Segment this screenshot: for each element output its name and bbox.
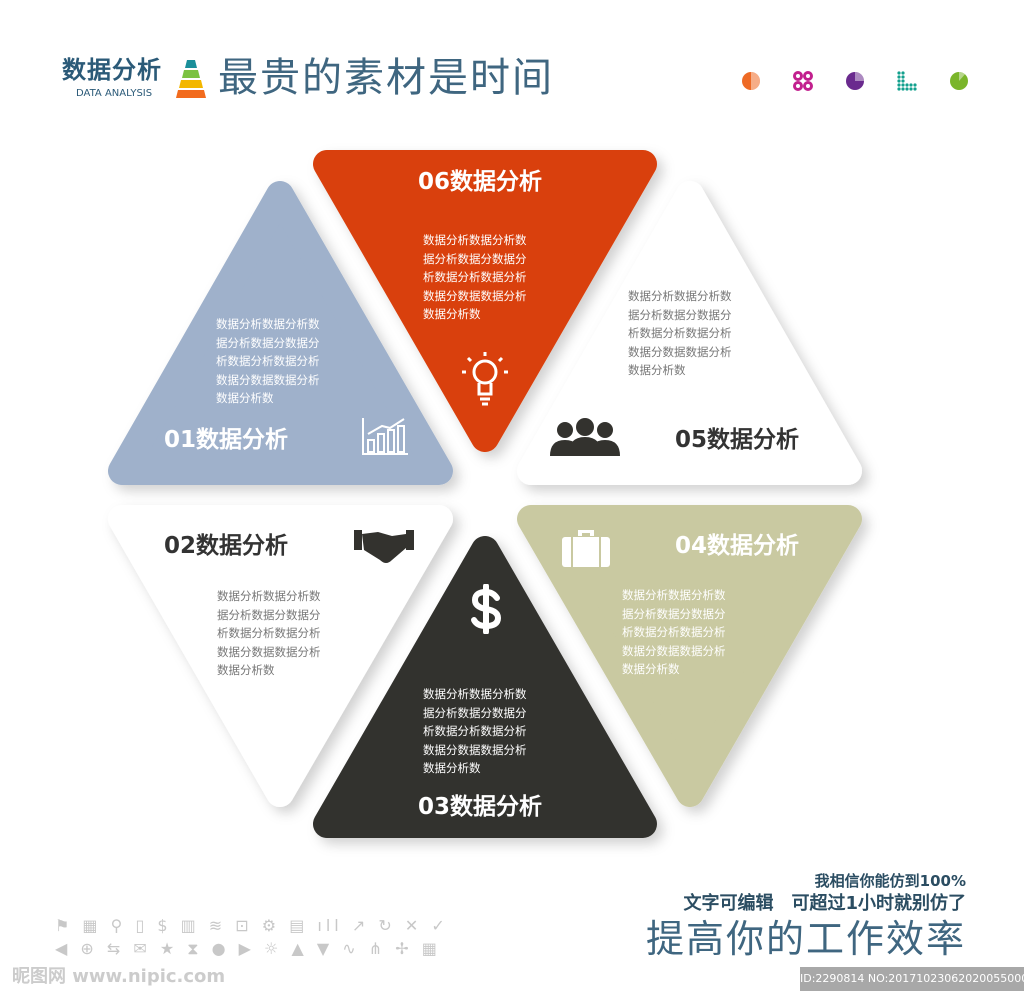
- briefcase-icon: [562, 530, 610, 567]
- segment-04-body: 数据分析数据分析数据分析数据分数据分析数据分析数据分析数据分数据数据分析数据分析…: [622, 586, 747, 679]
- pyramid-logo-icon: [176, 60, 206, 98]
- pie-half-icon: [742, 72, 760, 90]
- segment-04-triangle: [517, 505, 862, 807]
- brand-title: 数据分析: [62, 56, 162, 84]
- body-line: 数据分数据数据分析: [423, 742, 527, 757]
- body-line: 数据分析数据分析数: [423, 687, 527, 701]
- pie-quarter-icon: [846, 72, 864, 90]
- watermark-text: 昵图网 www.nipic.com: [12, 966, 226, 987]
- body-line: 数据分析数: [217, 663, 275, 677]
- body-line: 据分析数据分数据分: [628, 307, 732, 322]
- body-line: 数据分数据数据分析: [217, 644, 321, 659]
- image-id-badge: ID:2290814 NO:20171023062020055000: [800, 967, 1024, 991]
- segment-04-title: 04数据分析: [675, 533, 800, 559]
- segment-02-body: 数据分析数据分析数据分析数据分数据分析数据分析数据分析数据分数据数据分析数据分析…: [217, 587, 342, 680]
- segment-01-title: 01数据分析: [164, 427, 289, 453]
- body-line: 析数据分析数据分析: [216, 354, 320, 368]
- segment-05-body: 数据分析数据分析数据分析数据分数据分析数据分析数据分析数据分数据数据分析数据分析…: [628, 287, 753, 380]
- body-line: 据分析数据分数据分: [622, 606, 726, 621]
- segment-06-triangle: [313, 150, 657, 452]
- body-line: 数据分析数据分析数: [217, 589, 321, 603]
- segment-05-triangle: [517, 181, 862, 485]
- segment-01-body: 数据分析数据分析数据分析数据分数据分析数据分析数据分析数据分数据数据分析数据分析…: [216, 315, 341, 408]
- body-line: 数据分数据数据分析: [628, 344, 732, 359]
- body-line: 数据分析数据分析数: [216, 317, 320, 331]
- body-line: 数据分数据数据分析: [216, 372, 320, 387]
- segment-05-title: 05数据分析: [675, 427, 800, 453]
- body-line: 析数据分析数据分析: [628, 326, 732, 340]
- body-line: 析数据分析数据分析: [423, 270, 527, 284]
- body-line: 析数据分析数据分析: [217, 626, 321, 640]
- body-line: 数据分析数: [423, 307, 481, 321]
- body-line: 据分析数据分数据分: [217, 607, 321, 622]
- body-line: 数据分数据数据分析: [622, 643, 726, 658]
- segment-01-triangle: [108, 181, 453, 485]
- segment-03-triangle: [313, 536, 657, 838]
- footer-slogan: 提高你的工作效率: [645, 917, 966, 961]
- segment-06-body: 数据分析数据分析数据分析数据分数据分析数据分析数据分析数据分数据数据分析数据分析…: [423, 231, 548, 324]
- people-icon: [550, 418, 620, 456]
- body-line: 数据分数据数据分析: [423, 288, 527, 303]
- lightbulb-icon: [462, 352, 508, 406]
- body-line: 数据分析数: [628, 363, 686, 377]
- pie-slice-icon: [950, 72, 968, 90]
- corner-icons: [742, 71, 968, 91]
- footer-line-1: 我相信你能仿到100%: [814, 872, 966, 890]
- body-line: 数据分析数据分析数: [423, 233, 527, 247]
- dot-grid-icon: [897, 71, 917, 91]
- icon-row-2: ◀ ⊕ ⇆ ✉ ★ ⧗ ● ▶ ☼ ▲ ▼ ∿ ⋔ ✢ ▦: [55, 939, 441, 958]
- body-line: 析数据分析数据分析: [622, 625, 726, 639]
- segment-03-body: 数据分析数据分析数据分析数据分数据分析数据分析数据分析数据分数据数据分析数据分析…: [423, 685, 548, 778]
- page-title: 最贵的素材是时间: [218, 55, 554, 101]
- donut-grid-icon: [793, 71, 813, 91]
- segment-02-title: 02数据分析: [164, 533, 289, 559]
- bar-chart-icon: [362, 418, 408, 455]
- segment-02-triangle: [108, 505, 453, 807]
- body-line: 数据分析数: [423, 761, 481, 775]
- icon-row-1: ⚑ ▦ ⚲ ▯ $ ▥ ≋ ⊡ ⚙ ▤ ıll ↗ ↻ ✕ ✓: [55, 916, 449, 935]
- body-line: 析数据分析数据分析: [423, 724, 527, 738]
- body-line: 数据分析数: [622, 662, 680, 676]
- segment-03-title: 03数据分析: [418, 794, 543, 820]
- icon-strip: ⚑ ▦ ⚲ ▯ $ ▥ ≋ ⊡ ⚙ ▤ ıll ↗ ↻ ✕ ✓ ◀ ⊕ ⇆ ✉ …: [55, 914, 449, 960]
- body-line: 数据分析数: [216, 391, 274, 405]
- brand-subtitle: DATA ANALYSIS: [76, 88, 153, 99]
- body-line: 据分析数据分数据分: [423, 705, 527, 720]
- dollar-icon: [471, 584, 502, 634]
- handshake-icon: [354, 530, 414, 563]
- body-line: 数据分析数据分析数: [628, 289, 732, 303]
- segment-06-title: 06数据分析: [418, 169, 543, 195]
- body-line: 据分析数据分数据分: [423, 251, 527, 266]
- body-line: 数据分析数据分析数: [622, 588, 726, 602]
- footer-line-2: 文字可编辑 可超过1小时就别仿了: [683, 893, 966, 914]
- body-line: 据分析数据分数据分: [216, 335, 320, 350]
